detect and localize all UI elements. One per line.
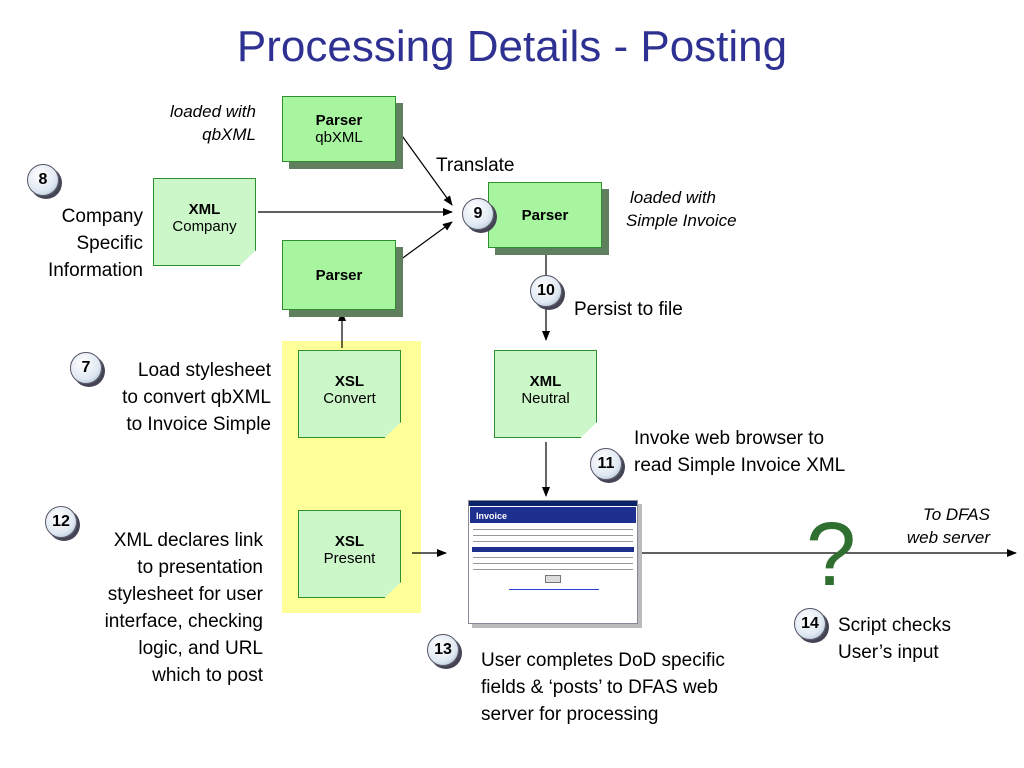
step-12-badge: 12 [45,506,77,538]
xml-company-title: XML [188,201,221,218]
invoice-link [509,589,599,590]
loaded-simple-invoice-note: loaded with Simple Invoice [626,188,737,230]
browser-invoice-screenshot: Invoice [468,500,638,624]
xml-neutral-title: XML [529,373,562,390]
xsl-present-title: XSL [334,533,365,550]
arrow-qbxml-to-parser [399,132,453,206]
load-stylesheet-label: Load stylesheet to convert qbXML to Invo… [122,360,271,435]
xsl-convert-doc: XSL Convert [298,350,401,438]
xml-neutral-subtitle: Neutral [521,390,570,407]
company-info-label: Company Specific Information [47,206,143,281]
page-title: Processing Details - Posting [236,22,788,71]
invoice-header-label: Invoice [476,511,508,521]
parser-middle-box: Parser [282,240,396,310]
parser-middle-title: Parser [315,266,363,284]
loaded-qbxml-note: loaded with qbXML [169,102,256,144]
parser-simple-invoice-box: Parser [488,182,602,248]
browser-titlebar [469,501,637,506]
xml-neutral-doc: XML Neutral [494,350,597,438]
step-13-badge: 13 [427,634,459,666]
script-checks-label: Script checks User’s input [838,615,951,663]
persist-label: Persist to file [574,299,683,320]
parser-qbxml-title: Parser [315,112,363,129]
submit-button [545,575,561,583]
step-7-badge: 7 [70,352,102,384]
translate-label: Translate [436,155,515,176]
xsl-present-subtitle: Present [323,550,376,567]
step-8-badge: 8 [27,164,59,196]
arrow-parser-to-parser [399,221,453,261]
parser-qbxml-subtitle: qbXML [315,129,363,146]
xml-company-doc: XML Company [153,178,256,266]
invoke-browser-label: Invoke web browser to read Simple Invoic… [634,428,846,476]
xsl-convert-subtitle: Convert [323,390,376,407]
parser-qbxml-box: Parser qbXML [282,96,396,162]
invoice-header: Invoice [470,507,636,523]
xsl-convert-title: XSL [334,373,365,390]
step-14-badge: 14 [794,608,826,640]
step-9-badge: 9 [462,198,494,230]
to-dfas-note: To DFAS web server [906,505,990,547]
xml-declares-label: XML declares link to presentation styles… [104,530,263,686]
user-completes-label: User completes DoD specific fields & ‘po… [481,650,725,725]
xml-company-subtitle: Company [172,218,237,235]
step-10-badge: 10 [530,275,562,307]
parser-simple-invoice-title: Parser [521,206,569,224]
question-mark: ? [806,505,857,605]
xsl-present-doc: XSL Present [298,510,401,598]
invoice-table-header [472,547,634,552]
step-11-badge: 11 [590,448,622,480]
